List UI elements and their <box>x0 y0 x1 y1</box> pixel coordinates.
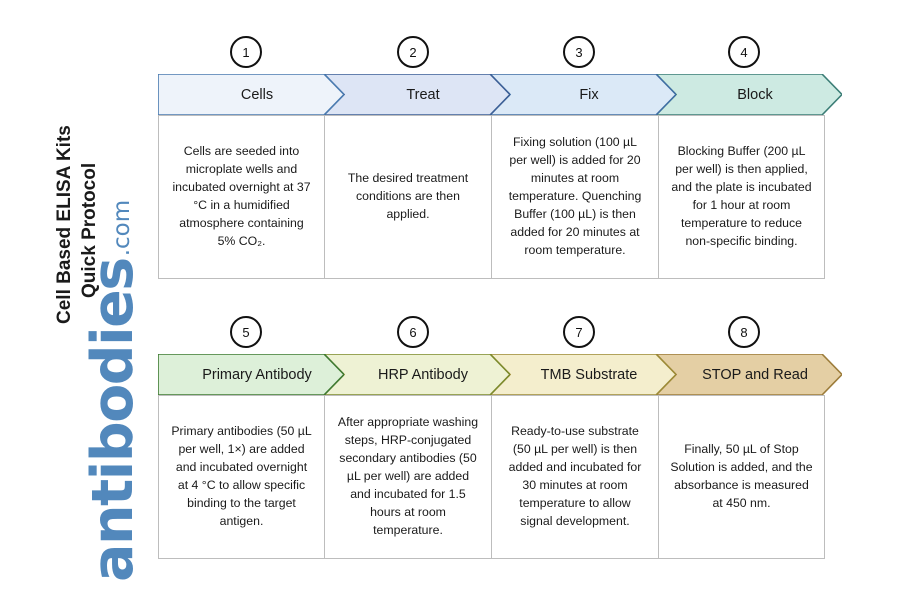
page-title-line-1: Cell Based ELISA Kits <box>54 125 75 324</box>
step-detail-1: Cells are seeded into microplate wells a… <box>158 115 325 279</box>
antibodies-logo: antibodies .com <box>22 200 146 582</box>
step-detail-1-text: Cells are seeded into microplate wells a… <box>172 144 311 248</box>
chevron-step-5[interactable]: Primary Antibody <box>158 354 344 395</box>
chevron-step-8-label: STOP and Read <box>702 366 808 383</box>
step-badge-5-number: 5 <box>242 324 250 340</box>
step-detail-3-text: Fixing solution (100 µL per well) is add… <box>508 135 642 257</box>
step-detail-5-text: Primary antibodies (50 µL per well, 1×) … <box>171 424 312 528</box>
step-badge-3: 3 <box>563 36 595 68</box>
chevron-step-2-label: Treat <box>406 86 440 103</box>
chevron-step-4[interactable]: Block <box>656 74 842 115</box>
step-detail-3: Fixing solution (100 µL per well) is add… <box>492 115 659 279</box>
step-detail-6-text: After appropriate washing steps, HRP-con… <box>337 415 479 537</box>
chevron-step-3[interactable]: Fix <box>490 74 676 115</box>
step-badge-1-number: 1 <box>242 44 250 60</box>
step-badge-4-number: 4 <box>740 44 748 60</box>
chevron-step-3-label: Fix <box>579 86 599 103</box>
step-detail-2: The desired treatment conditions are the… <box>325 115 492 279</box>
page-title: Cell Based ELISA Kits Quick Protocol <box>52 24 162 324</box>
step-detail-7: Ready-to-use substrate (50 µL per well) … <box>492 395 659 559</box>
step-badge-7: 7 <box>563 316 595 348</box>
logo-wordmark: antibodies <box>80 258 146 582</box>
chevron-step-1-label: Cells <box>240 86 274 103</box>
chevron-step-7[interactable]: TMB Substrate <box>490 354 676 395</box>
process-flow-row-1: 1 2 3 4 Cells Treat Fix Block Cells are … <box>158 36 842 279</box>
chevron-step-4-label: Block <box>737 86 773 103</box>
chevron-step-8[interactable]: STOP and Read <box>656 354 842 395</box>
step-badge-1: 1 <box>230 36 262 68</box>
step-badge-2: 2 <box>397 36 429 68</box>
step-detail-8-text: Finally, 50 µL of Stop Solution is added… <box>670 442 813 510</box>
step-detail-2-text: The desired treatment conditions are the… <box>347 171 469 221</box>
step-detail-4: Blocking Buffer (200 µL per well) is the… <box>659 115 825 279</box>
step-badge-4: 4 <box>728 36 760 68</box>
chevron-step-1[interactable]: Cells <box>158 74 344 115</box>
process-flow-row-2: 5 6 7 8 Primary Antibody HRP Antibody TM… <box>158 316 842 559</box>
chevron-step-6-label: HRP Antibody <box>377 366 468 383</box>
chevron-step-5-label: Primary Antibody <box>202 366 312 383</box>
chevron-step-2[interactable]: Treat <box>324 74 510 115</box>
step-detail-5: Primary antibodies (50 µL per well, 1×) … <box>158 395 325 559</box>
step-detail-row-2: Primary antibodies (50 µL per well, 1×) … <box>158 395 825 559</box>
page-title-line-2: Quick Protocol <box>79 162 101 298</box>
chevron-bar-row-2: Primary Antibody HRP Antibody TMB Substr… <box>158 354 842 395</box>
step-badge-8-number: 8 <box>740 324 748 340</box>
step-detail-4-text: Blocking Buffer (200 µL per well) is the… <box>671 144 812 248</box>
step-badge-2-number: 2 <box>409 44 417 60</box>
step-badge-3-number: 3 <box>575 44 583 60</box>
chevron-step-6[interactable]: HRP Antibody <box>324 354 510 395</box>
step-detail-7-text: Ready-to-use substrate (50 µL per well) … <box>508 424 642 528</box>
step-badge-6: 6 <box>397 316 429 348</box>
step-badge-7-number: 7 <box>575 324 583 340</box>
step-badge-strip-row-1: 1 2 3 4 <box>158 36 842 74</box>
step-detail-row-1: Cells are seeded into microplate wells a… <box>158 115 825 279</box>
step-badge-strip-row-2: 5 6 7 8 <box>158 316 842 354</box>
step-detail-6: After appropriate washing steps, HRP-con… <box>325 395 492 559</box>
chevron-bar-row-1: Cells Treat Fix Block <box>158 74 842 115</box>
logo-domain-suffix: .com <box>109 199 135 257</box>
step-detail-8: Finally, 50 µL of Stop Solution is added… <box>659 395 825 559</box>
chevron-step-7-label: TMB Substrate <box>540 366 638 383</box>
step-badge-5: 5 <box>230 316 262 348</box>
step-badge-8: 8 <box>728 316 760 348</box>
step-badge-6-number: 6 <box>409 324 417 340</box>
